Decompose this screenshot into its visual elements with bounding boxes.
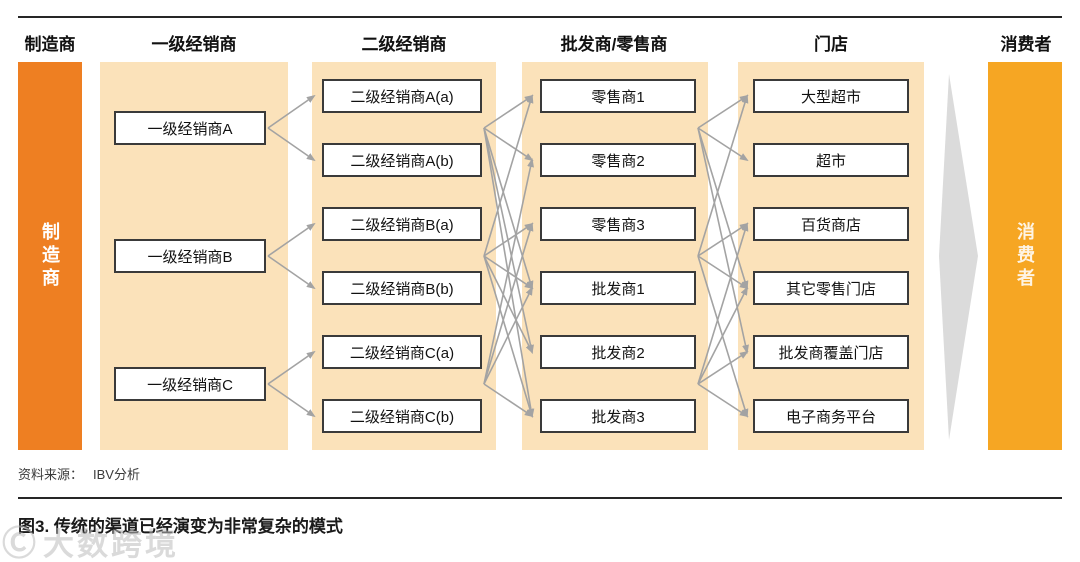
figure-caption: 图3. 传统的渠道已经演变为非常复杂的模式 (18, 517, 343, 536)
node-tier1-a: 一级经销商A (114, 111, 266, 145)
node-tier2-ab: 二级经销商A(b) (322, 143, 482, 177)
node-tier1-b: 一级经销商B (114, 239, 266, 273)
node-tier2-bb: 二级经销商B(b) (322, 271, 482, 305)
node-wholesaler-2: 批发商2 (540, 335, 696, 369)
node-store-department: 百货商店 (753, 207, 909, 241)
header-tier2-distributor: 二级经销商 (361, 35, 447, 54)
node-store-ecommerce: 电子商务平台 (753, 399, 909, 433)
manufacturer-column-label: 制造商 (40, 221, 60, 291)
manufacturer-column: 制造商 (18, 62, 82, 450)
node-retailer-3: 零售商3 (540, 207, 696, 241)
node-tier2-ca: 二级经销商C(a) (322, 335, 482, 369)
watermark-text: 大数跨境 (43, 527, 179, 562)
node-store-wholesaler-covered: 批发商覆盖门店 (753, 335, 909, 369)
node-tier2-cb: 二级经销商C(b) (322, 399, 482, 433)
consumer-column-label: 消费者 (1015, 221, 1035, 291)
source-value: IBV分析 (93, 467, 140, 482)
header-tier1-distributor: 一级经销商 (151, 35, 237, 54)
node-tier2-ba: 二级经销商B(a) (322, 207, 482, 241)
source-label: 资料来源： (18, 467, 84, 482)
node-tier2-aa: 二级经销商A(a) (322, 79, 482, 113)
node-store-supermarket: 超市 (753, 143, 909, 177)
consumer-column: 消费者 (988, 62, 1062, 450)
bottom-rule (18, 497, 1062, 499)
node-wholesaler-1: 批发商1 (540, 271, 696, 305)
tier4-band (738, 62, 924, 450)
tier3-band (522, 62, 708, 450)
node-wholesaler-3: 批发商3 (540, 399, 696, 433)
node-retailer-2: 零售商2 (540, 143, 696, 177)
node-store-other-retail: 其它零售门店 (753, 271, 909, 305)
tier2-band (312, 62, 496, 450)
header-wholesaler-retailer: 批发商/零售商 (560, 35, 668, 54)
header-manufacturer: 制造商 (24, 35, 76, 54)
watermark-logo-icon: Ⓒ (2, 525, 39, 562)
node-tier1-c: 一级经销商C (114, 367, 266, 401)
header-consumer: 消费者 (1000, 35, 1052, 54)
header-stores: 门店 (814, 35, 848, 54)
flow-to-consumer-arrow (939, 74, 978, 440)
node-store-hypermarket: 大型超市 (753, 79, 909, 113)
source-line: 资料来源： IBV分析 (18, 464, 140, 483)
top-rule (18, 16, 1062, 18)
node-retailer-1: 零售商1 (540, 79, 696, 113)
